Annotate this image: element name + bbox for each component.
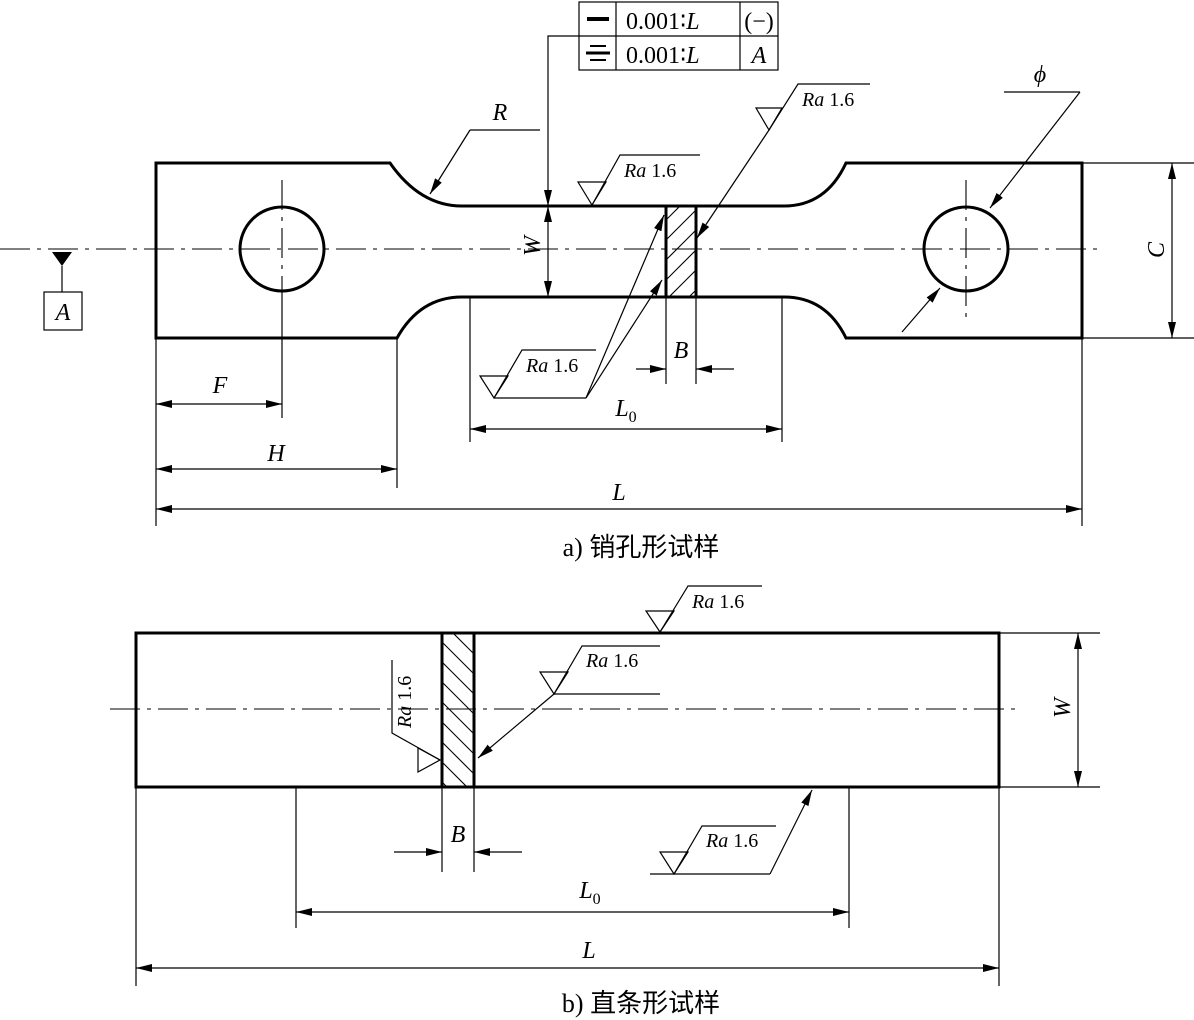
- dim-w-label-b: W: [1050, 696, 1076, 718]
- tolerance-row2-value: 0.001∶L: [626, 43, 700, 69]
- dim-l0-label-a: L0: [614, 396, 636, 426]
- roughness-label: Ra 1.6: [691, 591, 744, 613]
- roughness-symbol: Ra 1.6: [650, 789, 813, 876]
- dim-l-label-a: L: [611, 480, 625, 506]
- dim-b-label-b: B: [451, 822, 466, 848]
- dim-c-label: C: [1144, 241, 1170, 258]
- dim-r-label: R: [492, 100, 508, 126]
- roughness-label: Ra 1.6: [801, 89, 854, 111]
- tolerance-frame: 0.001∶L (−) 0.001∶L A: [544, 1, 779, 206]
- dim-l-label-b: L: [581, 938, 595, 964]
- tolerance-row1-modifier: (−): [744, 9, 774, 35]
- dim-f-label: F: [212, 373, 228, 399]
- roughness-label: Ra 1.6: [525, 355, 578, 377]
- roughness-symbol: Ra 1.6: [477, 645, 660, 759]
- roughness-symbol: Ra 1.6: [576, 154, 700, 207]
- dim-l0-label-b: L0: [578, 878, 600, 908]
- dim-w-label-a: W: [520, 234, 546, 256]
- roughness-label: Ra 1.6: [705, 830, 758, 852]
- roughness-symbol: Ra 1.6: [391, 660, 442, 774]
- roughness-label: Ra 1.6: [394, 676, 416, 729]
- roughness-symbol: Ra 1.6: [696, 83, 870, 239]
- roughness-label: Ra 1.6: [585, 650, 638, 672]
- caption-b: b) 直条形试样: [562, 989, 720, 1018]
- hatched-section-a: [664, 204, 698, 299]
- roughness-label: Ra 1.6: [623, 160, 676, 182]
- dim-b-label-a: B: [674, 338, 689, 364]
- hatched-section-b: [440, 631, 476, 789]
- datum-a-label: A: [54, 300, 71, 326]
- datum-a-symbol: A: [43, 252, 83, 331]
- dim-h-label: H: [266, 441, 286, 467]
- straight-strip-specimen: W B L0 L Ra 1.6 Ra: [110, 585, 1100, 1018]
- tolerance-row2-datum: A: [750, 43, 767, 69]
- symmetry-icon: [586, 45, 610, 61]
- caption-a: a) 销孔形试样: [563, 533, 720, 562]
- pin-hole-specimen: A 0.001∶L (−) 0.001∶L A: [0, 1, 1194, 562]
- tolerance-row1-value: 0.001∶L: [626, 9, 700, 35]
- specimen-a-outline: [154, 161, 1084, 340]
- dim-phi-label: ϕ: [1034, 62, 1046, 88]
- roughness-symbol: Ra 1.6: [644, 585, 762, 634]
- specimen-b-outline: [134, 631, 1001, 789]
- roughness-symbol: Ra 1.6: [478, 214, 665, 400]
